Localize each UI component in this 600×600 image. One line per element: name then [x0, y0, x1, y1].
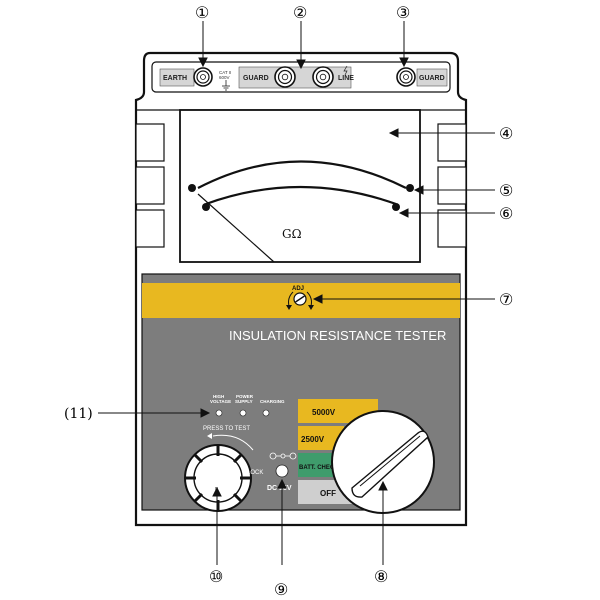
range-2500v-label[interactable]: 2500V	[301, 435, 325, 444]
arrow-head-icon	[286, 305, 292, 310]
callout-6: ⑥	[499, 204, 513, 223]
callout-11: (11)	[64, 406, 93, 422]
cat-rating-line2: 600V	[219, 75, 230, 80]
meter-needle	[197, 193, 275, 263]
guard-terminal[interactable]	[274, 66, 296, 88]
line-label: LINE	[338, 75, 354, 82]
power-supply-label-2: SUPPLY	[235, 399, 253, 404]
right-side-blocks	[437, 123, 467, 248]
adjust-arc-left-icon	[288, 291, 294, 307]
lock-label: LOCK	[247, 470, 263, 476]
power-supply-led	[239, 409, 247, 417]
callout-7: ⑦	[499, 290, 513, 309]
cat-rating-line1: CAT II	[219, 70, 231, 75]
guard-left-label: GUARD	[243, 75, 269, 82]
charging-label: CHARGING	[260, 399, 285, 404]
callout-10: ⑩	[209, 567, 223, 586]
callout-8: ⑧	[374, 567, 388, 586]
panel-title: INSULATION RESISTANCE TESTER	[229, 328, 446, 343]
power-supply-label-1: POWER	[236, 394, 254, 399]
press-to-test-label: PRESS TO TEST	[203, 426, 250, 432]
meter-scale-outer	[197, 160, 407, 189]
callout-1: ①	[195, 3, 209, 22]
guard-right-label: GUARD	[419, 75, 445, 82]
range-selector-knob[interactable]	[331, 410, 435, 514]
dc-polarity-icon	[269, 452, 297, 460]
press-to-test-knob[interactable]: P	[184, 444, 252, 512]
callout-4: ④	[499, 124, 513, 143]
callout-leaders	[98, 21, 495, 565]
range-off-label[interactable]: OFF	[320, 489, 336, 498]
scale-end-dot	[392, 203, 400, 211]
high-voltage-bolt-icon	[343, 65, 348, 76]
callout-5: ⑤	[499, 181, 513, 200]
high-voltage-label-1: HIGH	[213, 394, 224, 399]
meter-unit: GΩ	[282, 227, 302, 241]
guard-right-terminal[interactable]	[396, 67, 416, 87]
earth-terminal[interactable]	[193, 67, 213, 87]
meter-scale-inner	[205, 185, 397, 206]
guard-right-plate	[416, 68, 448, 87]
range-5000v-label[interactable]: 5000V	[312, 408, 336, 417]
line-terminal[interactable]	[312, 66, 334, 88]
range-batt-check-label[interactable]: BATT. CHECK	[299, 465, 339, 471]
arrow-head-icon	[308, 305, 314, 310]
callout-2: ②	[293, 3, 307, 22]
zero-adjust-screw[interactable]	[293, 292, 307, 306]
high-voltage-led	[215, 409, 223, 417]
press-arc-icon	[212, 434, 254, 451]
adj-label: ADJ	[292, 286, 304, 292]
scale-end-dot	[188, 184, 196, 192]
high-voltage-label-2: VOLTAGE	[210, 399, 231, 404]
earth-label: EARTH	[163, 75, 187, 82]
dc-input-jack[interactable]	[275, 464, 289, 478]
callout-3: ③	[396, 3, 410, 22]
left-side-blocks	[135, 123, 165, 248]
adjust-arc-right-icon	[306, 291, 312, 307]
callout-9: ⑨	[274, 580, 288, 599]
charging-led	[262, 409, 270, 417]
ground-symbol-icon	[222, 80, 230, 91]
scale-end-dot	[406, 184, 414, 192]
arrow-head-icon	[207, 433, 212, 439]
scale-end-dot	[202, 203, 210, 211]
